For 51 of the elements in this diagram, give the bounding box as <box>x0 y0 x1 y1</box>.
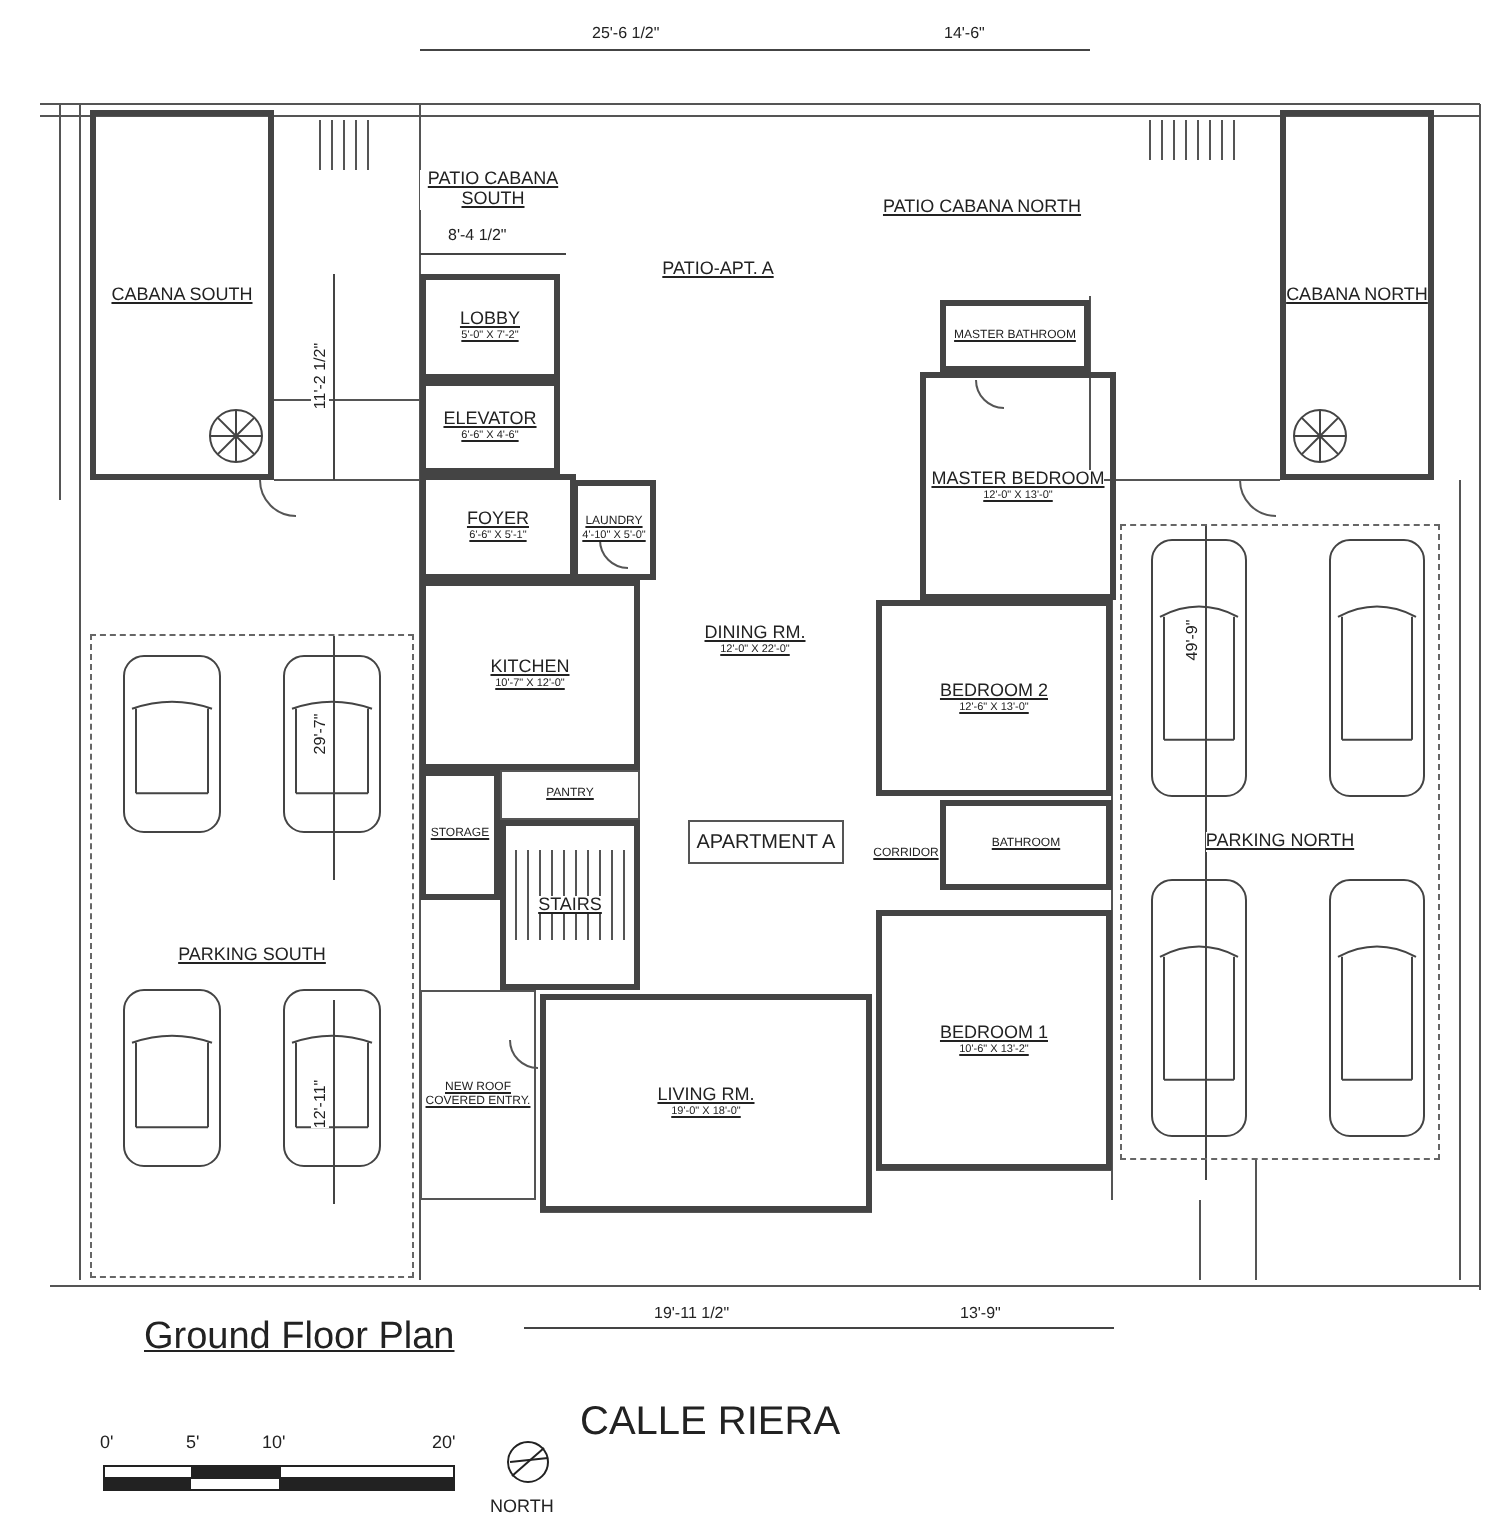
room <box>90 110 274 480</box>
room-label: PARKING NORTH <box>1205 832 1355 852</box>
scale-label: 10' <box>262 1432 286 1452</box>
room <box>420 380 560 474</box>
dimension-text: 19'-11 1/2" <box>654 1304 730 1322</box>
room-label: CABANA NORTH <box>1286 285 1428 305</box>
room <box>876 600 1112 796</box>
room-label: PARKING SOUTH <box>178 946 326 966</box>
dimension-text: 29'-7" <box>311 713 329 755</box>
room-label: APARTMENT A <box>696 831 836 853</box>
dimension-text: 11'-2 1/2" <box>311 342 329 410</box>
room <box>688 820 844 864</box>
room <box>420 770 500 900</box>
room <box>940 800 1112 890</box>
room <box>420 580 640 770</box>
room <box>420 274 560 380</box>
room <box>876 910 1112 1170</box>
room-label: BEDROOM 1 <box>939 1023 1048 1044</box>
dimension-text: 12'-11" <box>311 1079 329 1129</box>
dimension-text: 25'-6 1/2" <box>592 24 660 42</box>
room <box>572 480 656 580</box>
room-label: BEDROOM 2 <box>939 681 1048 702</box>
room-label: PATIO-APT. A <box>662 260 774 280</box>
room <box>540 994 872 1212</box>
room-label: FOYER <box>466 510 529 531</box>
room <box>940 300 1090 372</box>
room-label: ELEVATOR <box>443 410 537 431</box>
room-label: LOBBY <box>459 310 520 331</box>
room <box>500 770 640 820</box>
room <box>1280 110 1434 480</box>
room <box>420 474 576 580</box>
dimension-text: 49'-9" <box>1183 619 1201 661</box>
scale-label: 0' <box>100 1432 114 1452</box>
dimension-text: 14'-6" <box>944 24 985 42</box>
room-label: KITCHEN <box>490 658 570 679</box>
room-label: LIVING RM. <box>657 1086 755 1107</box>
room-label: PATIO CABANA NORTH <box>882 198 1082 218</box>
street-name: CALLE RIERA <box>580 1400 841 1446</box>
dimension-text: 8'-4 1/2" <box>448 226 507 244</box>
dimension-text: 13'-9" <box>960 1304 1001 1322</box>
room-label: MASTER BEDROOM <box>931 469 1105 490</box>
room-label: DINING RM. <box>704 623 806 644</box>
room <box>920 372 1116 600</box>
plan-title: Ground Floor Plan <box>144 1316 455 1360</box>
room-label: STAIRS <box>538 895 602 915</box>
scale-label: 20' <box>432 1432 456 1452</box>
room-label: CABANA SOUTH <box>111 285 253 305</box>
north-label: NORTH <box>490 1496 554 1516</box>
scale-label: 5' <box>186 1432 200 1452</box>
room <box>500 820 640 990</box>
room <box>420 990 536 1200</box>
